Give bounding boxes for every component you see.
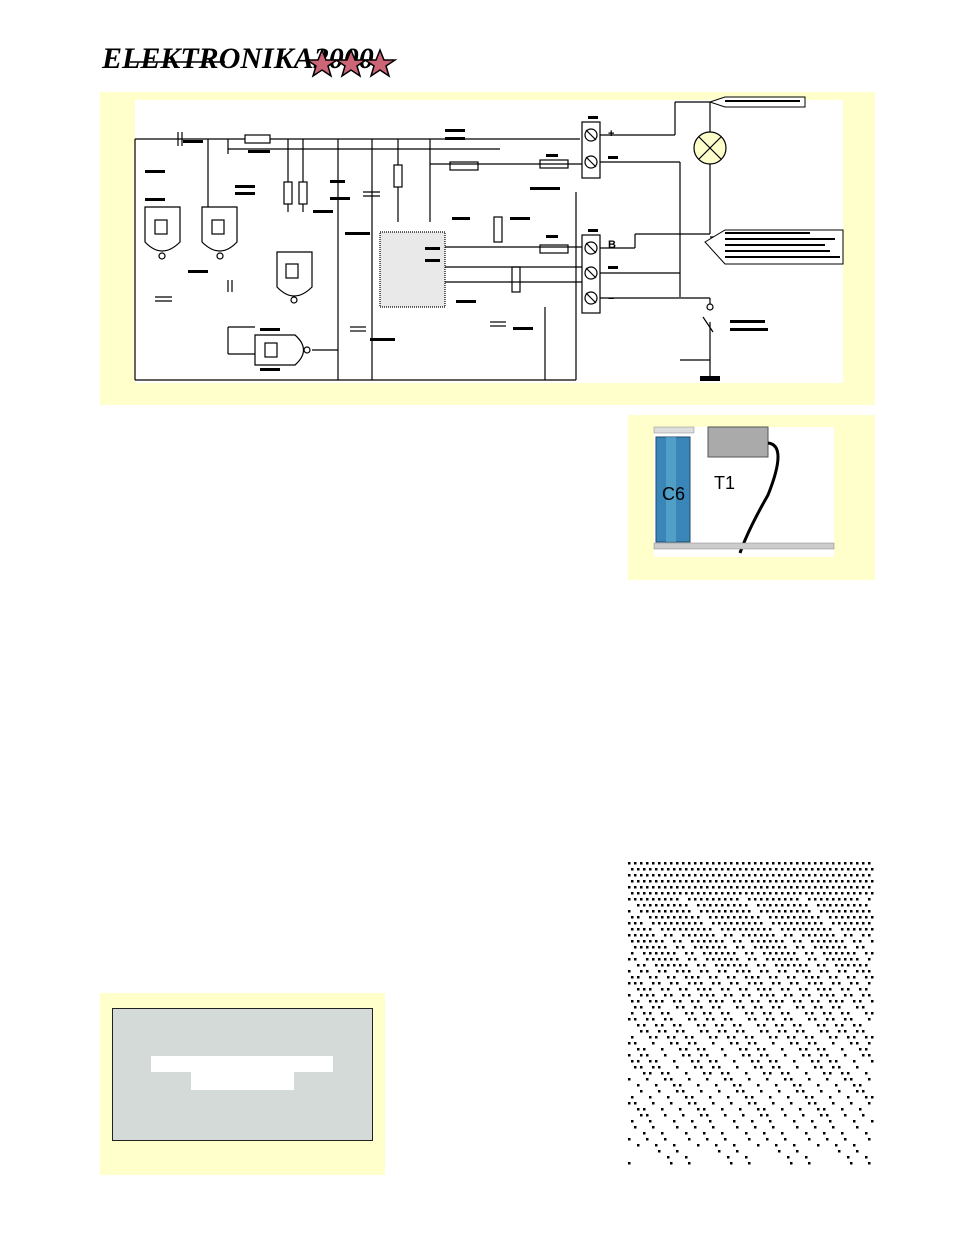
lamp-icon <box>693 131 727 165</box>
star-icon <box>333 47 369 78</box>
dot-pattern-graphic <box>628 862 874 1165</box>
transformer-t1 <box>707 426 769 458</box>
logo-text: ELEKTRONIKA2000 <box>101 42 374 75</box>
transformer-label: T1 <box>714 473 735 493</box>
magazine-logo: ELEKTRONIKA2000 <box>100 38 400 80</box>
info-box-bar <box>151 1056 333 1072</box>
info-box <box>112 1008 373 1141</box>
cable <box>738 441 780 554</box>
terminal-b-label: B <box>608 239 616 251</box>
dot-pattern <box>628 860 875 1166</box>
star-icon <box>362 47 398 78</box>
logo-stars <box>304 47 398 78</box>
switch-icon <box>706 303 714 311</box>
capacitor-label: C6 <box>662 484 685 504</box>
terminal-minus-label: − <box>608 293 614 305</box>
logo-graphic: ELEKTRONIKA2000 <box>101 42 398 78</box>
info-box-panel <box>100 993 385 1175</box>
schematic-panel: + B − <box>100 92 875 405</box>
info-box-bar <box>191 1072 294 1090</box>
component-photo: C6 T1 <box>653 426 835 557</box>
terminal-plus-label: + <box>608 128 614 140</box>
ground-icon <box>700 376 720 381</box>
star-icon <box>304 47 340 78</box>
circuit-schematic: + B − <box>134 96 844 383</box>
component-photo-panel: C6 T1 <box>628 415 875 580</box>
